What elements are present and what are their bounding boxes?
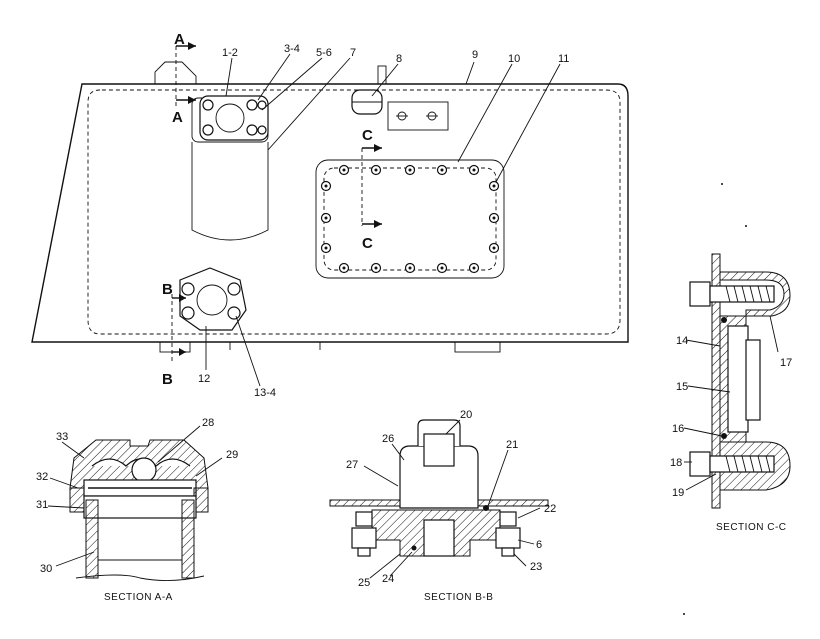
- cc-bolt-top: [689, 281, 775, 307]
- callout-27: 27: [346, 459, 358, 471]
- section-line-c: [361, 144, 382, 228]
- bb-bolt-right: [495, 511, 521, 557]
- cover-bolt-center: [408, 168, 412, 172]
- cover-bolt-center: [342, 266, 346, 270]
- callout-10: 10: [508, 53, 520, 65]
- callout-1-2: 1-2: [222, 47, 238, 59]
- section-title-bb: SECTION B-B: [424, 592, 493, 603]
- access-cover: [315, 159, 505, 279]
- callout-24: 24: [382, 573, 394, 585]
- section-bb-view: [329, 419, 549, 579]
- cover-bolt-center: [324, 184, 328, 188]
- top-bracket: [154, 61, 197, 84]
- callout-6: 6: [536, 539, 542, 551]
- section-cc-view: [683, 253, 791, 509]
- cover-bolt-center: [408, 266, 412, 270]
- callout-31: 31: [36, 499, 48, 511]
- callout-17: 17: [780, 357, 792, 369]
- cover-bolt-center: [374, 168, 378, 172]
- callout-7: 7: [350, 47, 356, 59]
- cover-bolt-center: [374, 266, 378, 270]
- callout-32: 32: [36, 471, 48, 483]
- callout-13-4: 13-4: [254, 387, 276, 399]
- callout-14: 14: [676, 335, 688, 347]
- section-marker-a-top: A: [174, 31, 185, 48]
- callout-11: 11: [558, 53, 569, 65]
- cover-bolt-center: [472, 168, 476, 172]
- cover-bolt-center: [472, 266, 476, 270]
- section-marker-a-bottom: A: [172, 109, 183, 126]
- callout-15: 15: [676, 381, 688, 393]
- cover-bolt-center: [342, 168, 346, 172]
- section-title-cc: SECTION C-C: [716, 522, 787, 533]
- cover-bolt-center: [440, 168, 444, 172]
- callout-5-6: 5-6: [316, 47, 332, 59]
- callout-8: 8: [396, 53, 402, 65]
- callout-28: 28: [202, 417, 214, 429]
- cover-bolts: [320, 164, 500, 274]
- section-marker-c-bottom: C: [362, 235, 373, 252]
- callout-21: 21: [506, 439, 518, 451]
- callout-29: 29: [226, 449, 238, 461]
- cover-bolt-center: [440, 266, 444, 270]
- cover-bolt-center: [324, 246, 328, 250]
- tank-foot-left: [159, 341, 191, 353]
- section-line-b: [171, 294, 186, 362]
- leader-lines-main: [205, 53, 561, 387]
- filter-assembly: [191, 95, 269, 241]
- tank-main-view: [31, 42, 629, 387]
- cover-bolt-center: [492, 246, 496, 250]
- cover-bolt-center: [324, 216, 328, 220]
- callout-33: 33: [56, 431, 68, 443]
- callout-22: 22: [544, 503, 556, 515]
- section-aa-view: [47, 425, 223, 582]
- callout-12: 12: [198, 373, 210, 385]
- callout-25: 25: [358, 577, 370, 589]
- tank-inner-dashed-outline: [87, 89, 621, 335]
- callout-26: 26: [382, 433, 394, 445]
- section-marker-b-bottom: B: [162, 371, 173, 388]
- callout-23: 23: [530, 561, 542, 573]
- section-title-aa: SECTION A-A: [104, 592, 173, 603]
- cover-bolt-center: [492, 184, 496, 188]
- callout-30: 30: [40, 563, 52, 575]
- callout-9: 9: [472, 49, 478, 61]
- section-line-a: [175, 42, 196, 108]
- suction-port-flange: [179, 267, 247, 331]
- cover-bolt-center: [492, 216, 496, 220]
- breather-cap: [351, 89, 383, 115]
- sight-gauge: [387, 101, 449, 131]
- bb-bolt-left: [351, 511, 377, 557]
- tank-foot-right: [454, 341, 501, 353]
- tank-body-outline: [31, 83, 629, 343]
- section-marker-b-top: B: [162, 281, 173, 298]
- callout-18: 18: [670, 457, 682, 469]
- right-fitting: [377, 65, 387, 85]
- callout-20: 20: [460, 409, 472, 421]
- callout-3-4: 3-4: [284, 43, 300, 55]
- callout-16: 16: [672, 423, 684, 435]
- cc-bolt-bottom: [689, 451, 775, 477]
- section-marker-c-top: C: [362, 127, 373, 144]
- callout-19: 19: [672, 487, 684, 499]
